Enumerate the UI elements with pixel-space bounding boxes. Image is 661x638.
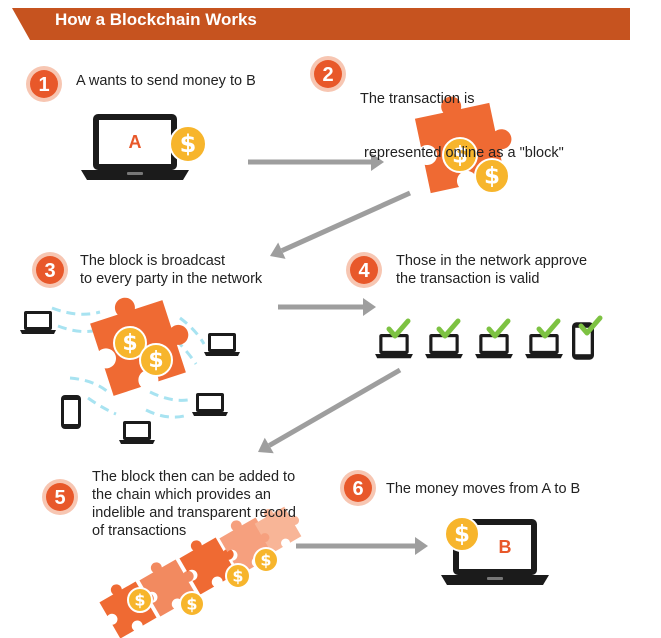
arrow-icon [258,367,402,454]
laptop-icon [192,393,228,416]
receiver-laptop-icon: B [441,519,549,585]
dollar-coin-icon: $ [444,516,480,552]
checkmark-icon [389,321,408,336]
sender-label: A [129,132,142,152]
title-banner [12,8,630,40]
broadcast-waves [51,306,206,419]
dollar-sign: $ [180,130,197,158]
arrows [248,153,428,555]
step-number: 6 [352,478,363,500]
checkmark-icon [539,321,558,336]
dollar-sign: $ [186,594,197,613]
dollar-sign: $ [454,522,470,548]
dollar-coin-icon: $ [169,125,207,163]
dollar-sign: $ [260,550,271,569]
dollar-coin-icon: $ [113,326,147,360]
step-3-text: The block is broadcast to every party in… [80,253,263,287]
dollar-coin-icon: $ [474,158,510,194]
dollar-sign: $ [452,143,468,169]
step-1-text: A wants to send money to B [76,73,256,89]
dollar-coin-icon: $ [442,137,478,173]
dollar-coin-icon: $ [139,343,173,377]
step-2-text: The transaction is represented online as… [360,91,564,161]
checkmark-icon [581,318,600,333]
step-2-badge: 2 [310,56,346,92]
checkmark-icon [439,321,458,336]
dollar-sign: $ [134,590,145,609]
arrow-icon [278,298,376,316]
step-number: 5 [54,487,65,509]
dollar-sign: $ [148,348,163,373]
dollar-coin-icon: $ [225,563,251,589]
step-number: 3 [44,260,55,282]
step-number: 1 [38,74,49,96]
step-6-text: The money moves from A to B [386,481,581,497]
arrow-icon [270,190,412,259]
step-6-badge: 6 [340,470,376,506]
dollar-sign: $ [484,164,500,190]
arrow-icon [296,537,428,555]
step-4-badge: 4 [346,252,382,288]
step-4-text: Those in the network approve the transac… [396,253,588,287]
dollar-sign: $ [232,566,243,585]
dollar-coin-icon: $ [127,587,153,613]
receiver-label: B [499,537,512,557]
sender-laptop-icon: A [81,114,189,180]
step-3-badge: 3 [32,252,68,288]
phone-icon [61,395,81,429]
laptop-icon [119,421,155,444]
dollar-coin-icon: $ [253,547,279,573]
step-number: 2 [322,64,333,86]
step-number: 4 [358,260,370,282]
dollar-sign: $ [122,331,137,356]
laptop-icon [204,333,240,356]
step-1-badge: 1 [26,66,62,102]
dollar-coin-icon: $ [179,591,205,617]
step-5-badge: 5 [42,479,78,515]
step-5-text: The block then can be added to the chain… [92,469,296,539]
laptop-icon [20,311,56,334]
arrow-icon [248,153,384,171]
page-title: How a Blockchain Works [55,10,257,29]
checkmark-icon [489,321,508,336]
